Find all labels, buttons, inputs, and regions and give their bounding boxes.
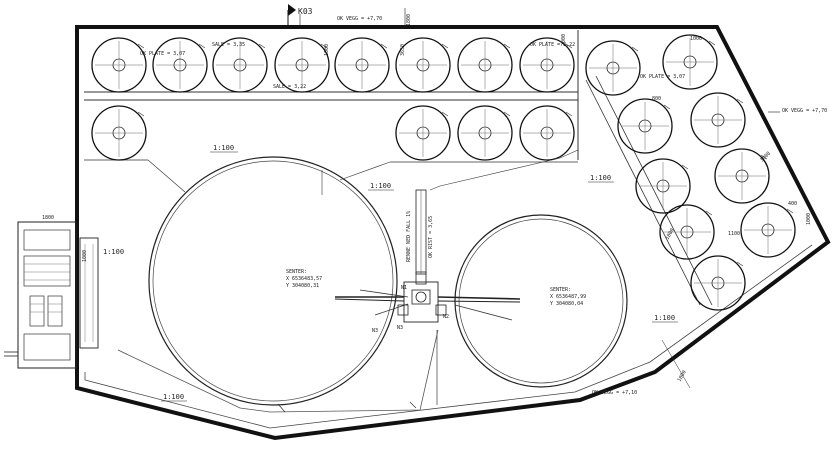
tank-dim-1000: 1000: [690, 36, 702, 42]
scraper-bridge: [334, 271, 521, 323]
pipe-route-left: [117, 329, 439, 413]
tank-dim-800: 800: [652, 96, 661, 102]
storage-tank: [659, 204, 715, 260]
tank-sale-1: SALE = 3,35: [212, 42, 245, 48]
bottom-ok-vegg: OK VEGG = +7,10: [592, 390, 637, 396]
scale-label-6: 1:100: [103, 248, 124, 256]
bottom-tick-2: [409, 401, 417, 409]
building-dim-1800: 1800: [42, 215, 54, 221]
storage-tank: [635, 158, 691, 214]
bottom-dim-leader: [661, 339, 691, 389]
tank-dim-2000: 2000: [561, 34, 567, 46]
bottom-dim-1800: 1800: [677, 370, 688, 383]
basin-right-label: SENTER:: [550, 287, 571, 293]
leader-1: [147, 159, 186, 193]
storage-tank: [519, 105, 575, 161]
storage-tank: [334, 37, 390, 93]
tank-ok-plate-1: OK PLATE = 3,07: [140, 51, 185, 57]
top-dim-1000: 1000: [324, 44, 330, 56]
tank-dim-3650: 3650: [400, 44, 406, 56]
storage-tank: [457, 37, 513, 93]
storage-tank: [740, 202, 796, 258]
storage-tank: [91, 37, 147, 93]
valve-label-n3b: N3: [372, 328, 378, 334]
storage-tank: [395, 37, 451, 93]
valve-label-n2: N2: [443, 314, 449, 320]
bottom-tick-1: [277, 403, 286, 413]
storage-tank: [519, 37, 575, 93]
tank-dim-1800: 1800: [665, 228, 676, 241]
basin-left-label: SENTER:: [286, 269, 307, 275]
scale-label-3: 1:100: [590, 174, 611, 182]
tank-group: [91, 34, 796, 311]
section-marker-label: K03: [298, 7, 313, 16]
storage-tank: [617, 98, 673, 154]
pump-building: 1800 1000: [4, 215, 99, 369]
diagonal-rail-2: [595, 75, 713, 306]
top-dim-1800: 1800: [406, 14, 412, 26]
storage-tank: [714, 148, 770, 204]
tank-dim-3000: 3000: [759, 151, 772, 164]
scale-label-2: 1:100: [370, 182, 391, 190]
storage-tank: [152, 37, 208, 93]
storage-tank: [91, 105, 147, 161]
pipe-route-outer: [84, 244, 813, 429]
right-ok-vegg: OK VEGG = +7,70: [782, 108, 827, 114]
tank-ok-plate-3: OK PLATE = 3,07: [640, 74, 685, 80]
basin-right-x: X 6536487,99: [550, 294, 586, 300]
storage-tank: [662, 34, 718, 90]
basin-left-y: Y 304080,31: [286, 283, 319, 289]
center-channel: RENNE NED FALL 1% OK RIST = 3,65: [406, 189, 434, 275]
storage-tank: [585, 40, 641, 96]
center-channel-label: RENNE NED FALL 1%: [406, 211, 412, 262]
storage-tank: [274, 37, 330, 93]
tank-sale-2: SALE = 3,22: [273, 84, 306, 90]
scale-label-4: 1:100: [654, 314, 675, 322]
center-channel-level: OK RIST = 3,65: [428, 216, 434, 258]
storage-tank: [395, 105, 451, 161]
storage-tank: [457, 105, 513, 161]
building-dim-1000: 1000: [82, 250, 88, 262]
valve-label-n1: N1: [401, 285, 407, 291]
basin-right: SENTER: X 6536487,99 Y 304080,04: [454, 214, 628, 388]
section-marker: K03: [287, 4, 313, 26]
storage-tank: [690, 92, 746, 148]
scale-label-1: 1:100: [213, 144, 234, 152]
diagonal-rail-1: [585, 79, 701, 306]
right-dim-400: 400: [788, 201, 797, 207]
storage-tank: [212, 37, 268, 93]
site-boundary: [75, 25, 831, 441]
leader-2: [339, 161, 391, 181]
storage-tank: [690, 255, 746, 311]
top-ok-vegg: OK VEGG = +7,70: [337, 16, 382, 22]
leader-4: [429, 149, 579, 191]
tank-ok-plate-2: OK PLATE = 3,22: [530, 42, 575, 48]
tank-dim-1100: 1100: [728, 231, 740, 237]
basin-right-y: Y 304080,04: [550, 301, 583, 307]
valve-label-n3a: N3: [397, 325, 403, 331]
basin-left: SENTER: X 6536483,57 Y 304080,31: [148, 156, 398, 406]
scale-label-5: 1:100: [163, 393, 184, 401]
basin-left-x: X 6536483,57: [286, 276, 322, 282]
tank-dim-1000b: 1000: [806, 213, 812, 225]
